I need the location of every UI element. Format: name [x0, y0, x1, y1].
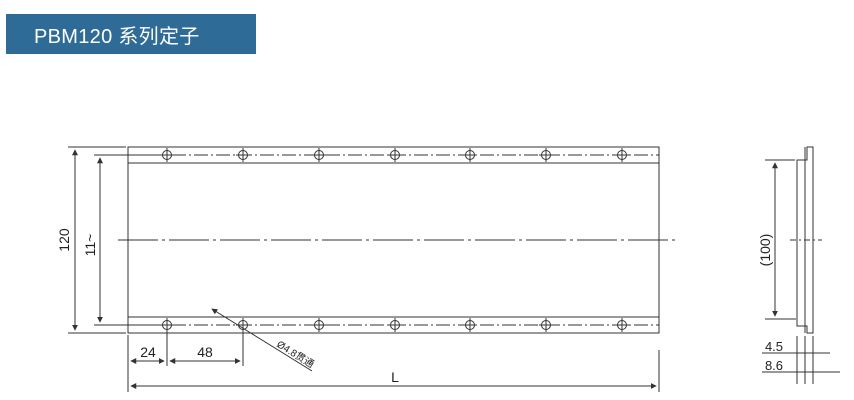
hole-marker — [539, 318, 553, 332]
section-title-banner: PBM120 系列定子 — [6, 14, 256, 54]
thickness-inner-label: 4.5 — [765, 339, 783, 354]
hole-marker — [312, 148, 326, 162]
length-dimension — [127, 350, 660, 392]
hole-marker — [388, 318, 402, 332]
pitch-label: 48 — [197, 344, 213, 360]
hole-marker — [615, 318, 629, 332]
bottom-holes — [160, 318, 629, 332]
hole-spacing-dimension — [94, 154, 160, 326]
edge-offset-label: 24 — [140, 344, 156, 360]
height-dimension — [68, 146, 126, 334]
hole-callout-label: Ø4.8贯通 — [274, 338, 316, 370]
side-height-label: (100) — [757, 234, 773, 267]
hole-marker — [160, 148, 174, 162]
hole-marker — [388, 148, 402, 162]
hole-marker — [160, 318, 174, 332]
length-label: L — [391, 369, 399, 385]
hole-marker — [312, 318, 326, 332]
hole-marker — [463, 148, 477, 162]
section-title: PBM120 系列定子 — [34, 25, 200, 48]
side-view — [762, 146, 840, 384]
hole-leader — [211, 308, 313, 372]
thickness-outer-label: 8.6 — [765, 358, 783, 373]
hole-spacing-label: 11~ — [82, 234, 98, 257]
hole-marker — [539, 148, 553, 162]
hole-marker — [236, 148, 250, 162]
hole-marker — [615, 148, 629, 162]
front-view — [118, 146, 675, 334]
hole-marker — [463, 318, 477, 332]
pitch-dimensions — [127, 332, 244, 366]
height-label: 120 — [56, 228, 72, 252]
top-holes — [160, 148, 629, 162]
